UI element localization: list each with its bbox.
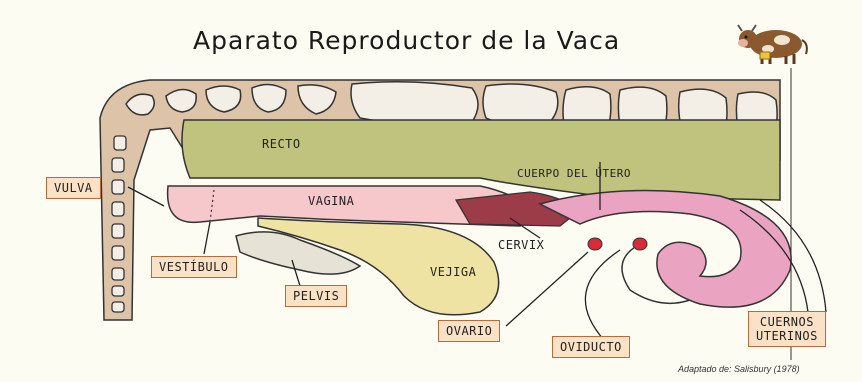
ovary-left (588, 238, 602, 250)
label-vejiga: VEJIGA (430, 265, 476, 279)
label-oviducto: OVIDUCTO (552, 336, 630, 358)
uterine-horns (540, 191, 791, 308)
label-ovario: OVARIO (438, 320, 500, 342)
label-recto: RECTO (262, 137, 301, 151)
ovary-right (633, 238, 647, 250)
label-vestibulo: VESTÍBULO (151, 256, 237, 278)
label-cuernos-uterinos: CUERNOS UTERINOS (748, 311, 826, 347)
label-vagina: VAGINA (308, 194, 354, 208)
label-cuernos-line2: UTERINOS (756, 329, 818, 343)
source-credit: Adaptado de: Salisbury (1978) (678, 364, 800, 374)
label-pelvis: PELVIS (285, 285, 347, 307)
label-vulva: VULVA (46, 177, 101, 199)
label-cervix: CERVIX (498, 238, 544, 252)
label-cuernos-line1: CUERNOS (756, 315, 818, 329)
label-cuerpo-utero: CUERPO DEL ÚTERO (517, 167, 631, 180)
